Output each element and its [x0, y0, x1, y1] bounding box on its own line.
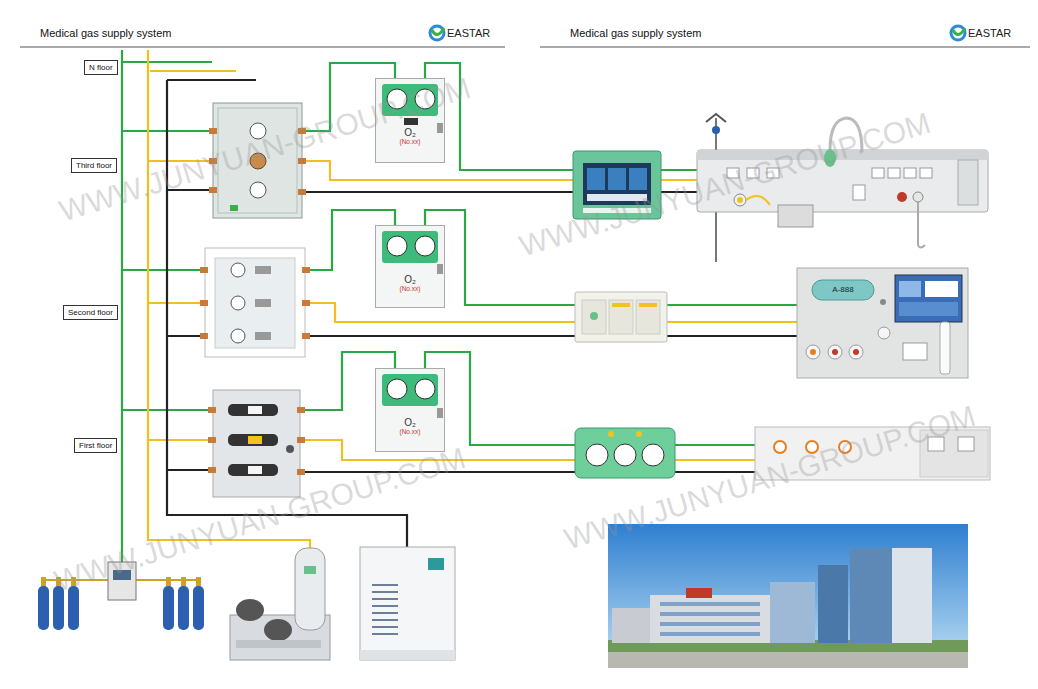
page-title: Medical gas supply system — [40, 27, 171, 40]
brand-name: EASTAR — [447, 27, 490, 40]
gas-symbol: O₂ — [376, 274, 444, 285]
floor-label: Second floor — [63, 305, 118, 320]
section-title: Medical gas supply system — [570, 27, 701, 40]
zone-alarm-box: O₂(No.xx) — [375, 225, 445, 308]
floor-label: N floor — [84, 60, 118, 75]
box-number: (No.xx) — [376, 428, 444, 435]
brand-name: EASTAR — [968, 27, 1011, 40]
floor-name: N floor — [89, 63, 113, 72]
gas-symbol: O₂ — [376, 417, 444, 428]
box-number: (No.xx) — [376, 285, 444, 292]
display-code: A-888 — [832, 285, 853, 294]
floor-name: Second floor — [68, 308, 113, 317]
floor-name: First floor — [79, 441, 112, 450]
floor-label: Third floor — [71, 158, 117, 173]
box-number: (No.xx) — [376, 138, 444, 145]
zone-alarm-box: O₂(No.xx) — [375, 368, 445, 452]
box-text: O₂(No.xx) — [376, 417, 444, 435]
floor-label: First floor — [74, 438, 117, 453]
floor-name: Third floor — [76, 161, 112, 170]
box-text: O₂(No.xx) — [376, 274, 444, 292]
